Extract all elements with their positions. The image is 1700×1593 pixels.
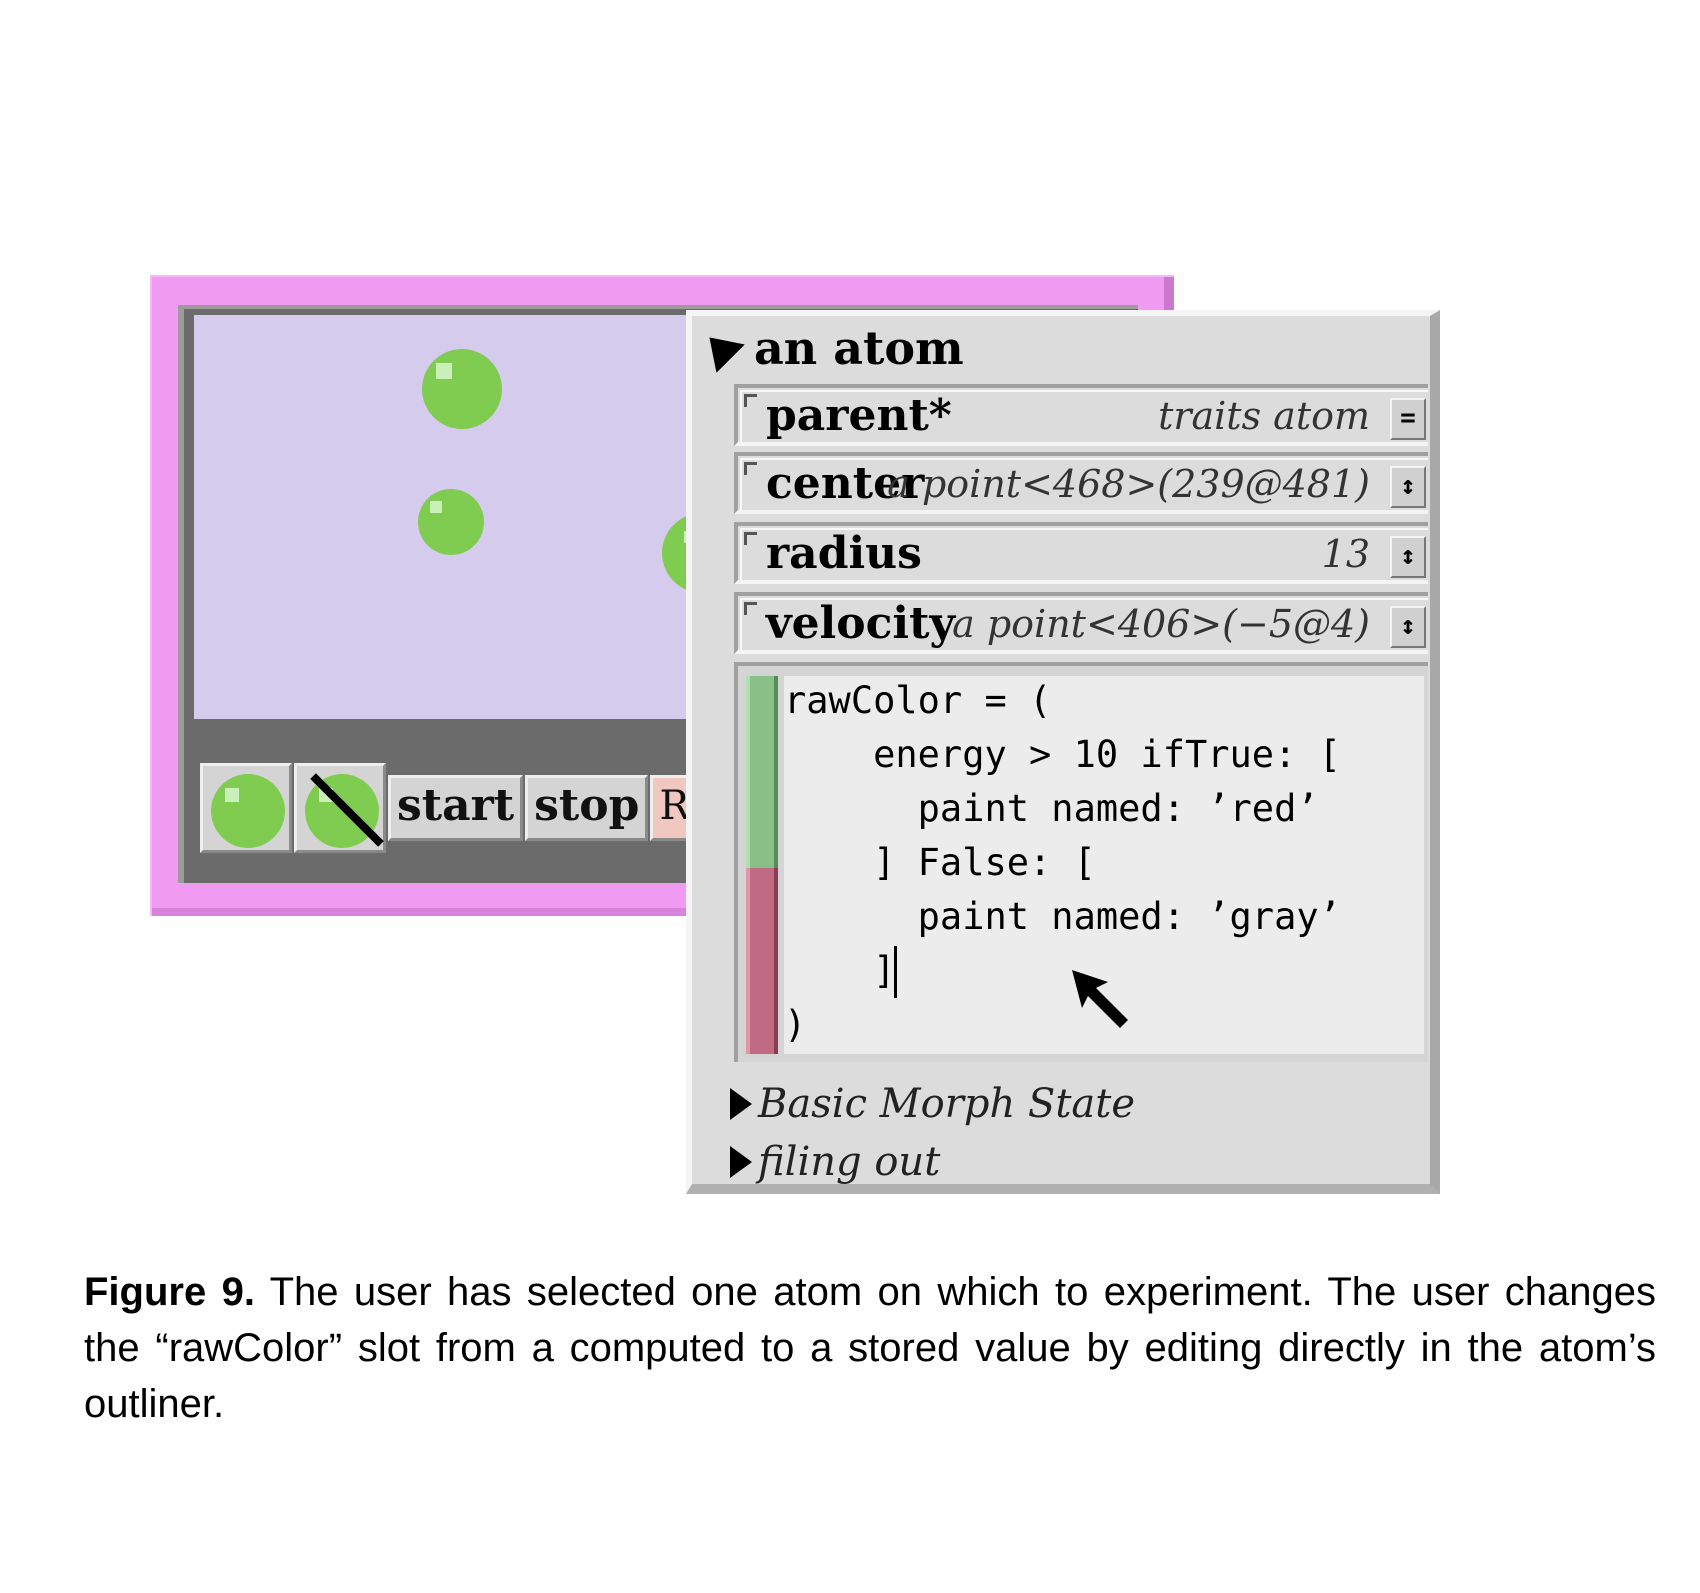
code-text-area[interactable]: rawColor = ( energy > 10 ifTrue: [ paint… — [784, 676, 1424, 1054]
slot-value[interactable]: a point<406>(−5@4) — [952, 602, 1370, 646]
code-line: energy > 10 ifTrue: [ — [784, 733, 1341, 776]
slot-corner-icon[interactable] — [744, 532, 757, 545]
slot-parent[interactable]: parent* traits atom = — [734, 384, 1428, 446]
slot-value[interactable]: a point<468>(239@481) — [887, 462, 1370, 506]
rawcolor-slot-editor[interactable]: rawColor = ( energy > 10 ifTrue: [ paint… — [734, 662, 1428, 1062]
add-atom-button[interactable] — [200, 763, 292, 853]
slot-value[interactable]: 13 — [1321, 532, 1370, 576]
slot-assignable-button[interactable]: ↕ — [1390, 466, 1426, 508]
start-button[interactable]: start — [388, 775, 524, 841]
collapse-triangle-icon[interactable] — [695, 323, 745, 373]
slot-name: parent* — [766, 390, 952, 441]
slot-corner-icon[interactable] — [744, 602, 757, 615]
slot-value[interactable]: traits atom — [1158, 394, 1370, 438]
expand-triangle-icon[interactable] — [730, 1088, 752, 1120]
outliner-header: an atom — [695, 320, 964, 376]
text-cursor — [894, 946, 897, 998]
caption-label: Figure 9. — [84, 1270, 255, 1314]
slot-name: center — [766, 458, 925, 509]
stop-button[interactable]: stop — [525, 775, 649, 841]
slot-name: velocity — [766, 598, 956, 649]
category-filing-out[interactable]: filing out — [730, 1134, 940, 1190]
slot-assignable-button[interactable]: ↕ — [1390, 606, 1426, 648]
atom-tool-icon — [211, 774, 285, 848]
slot-radius[interactable]: radius 13 ↕ — [734, 522, 1428, 584]
category-label: filing out — [758, 1139, 941, 1185]
slot-corner-icon[interactable] — [744, 462, 757, 475]
expand-triangle-icon[interactable] — [730, 1146, 752, 1178]
code-line: paint named: ’red’ — [784, 787, 1319, 830]
slot-center[interactable]: center a point<468>(239@481) ↕ — [734, 452, 1428, 514]
code-line: ) — [784, 1003, 807, 1046]
slot-constant-button[interactable]: = — [1390, 398, 1426, 440]
atom-outliner[interactable]: an atom parent* traits atom = center a p… — [686, 310, 1440, 1194]
slot-name: radius — [766, 528, 922, 579]
slot-corner-icon[interactable] — [744, 394, 757, 407]
category-basic-morph-state[interactable]: Basic Morph State — [730, 1076, 1135, 1132]
slot-assignable-button[interactable]: ↕ — [1390, 536, 1426, 578]
mouse-pointer-icon — [1072, 970, 1128, 1028]
code-line: ] — [784, 949, 896, 992]
atom[interactable] — [418, 489, 484, 555]
code-line: ] False: [ — [784, 841, 1096, 884]
atom[interactable] — [422, 349, 502, 429]
code-line: rawColor = ( — [784, 679, 1052, 722]
outliner-title: an atom — [754, 321, 964, 375]
slot-velocity[interactable]: velocity a point<406>(−5@4) ↕ — [734, 592, 1428, 654]
remove-atom-button[interactable] — [294, 763, 386, 853]
world-toolbar: start stop Reset — [200, 761, 742, 853]
accept-button[interactable] — [746, 676, 778, 868]
figure-caption: Figure 9. The user has selected one atom… — [84, 1264, 1656, 1432]
cancel-button[interactable] — [746, 868, 778, 1054]
code-line: paint named: ’gray’ — [784, 895, 1341, 938]
caption-text: The user has selected one atom on which … — [84, 1270, 1656, 1426]
category-label: Basic Morph State — [758, 1081, 1135, 1127]
